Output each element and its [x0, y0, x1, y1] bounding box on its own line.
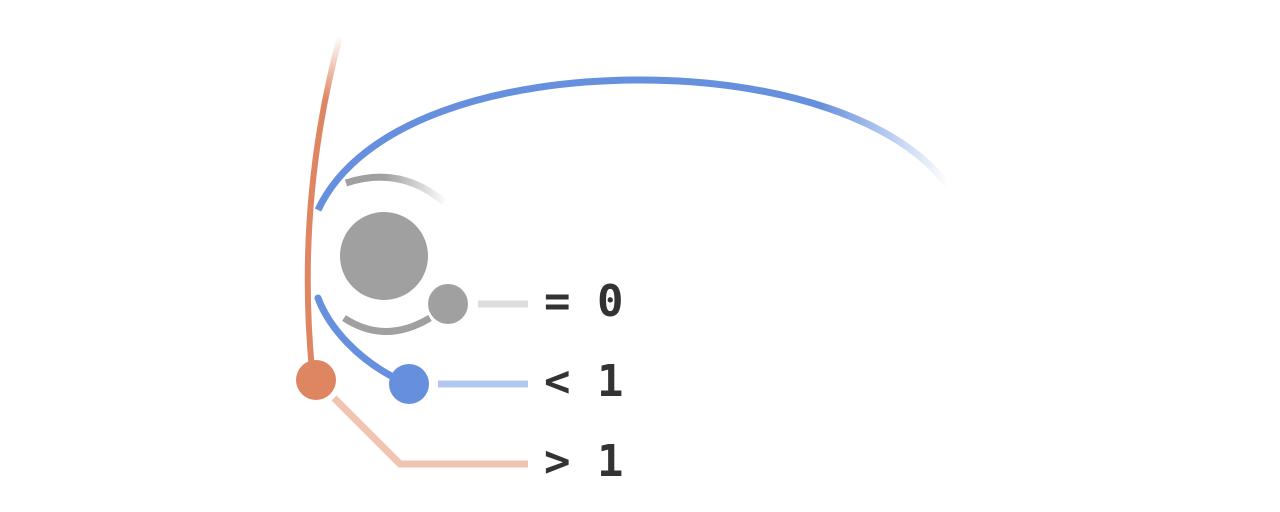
elliptical-eccentricity-label: < 1 — [544, 356, 623, 407]
elliptical-orbit-body — [389, 364, 429, 404]
central-body-icon — [340, 212, 428, 300]
circular-orbit-upper — [344, 173, 447, 205]
elliptical-orbit-upper — [314, 76, 951, 212]
elliptical-orbit-lower — [314, 294, 399, 382]
hyperbolic-trajectory — [304, 33, 343, 373]
circular-orbit-body — [428, 284, 468, 324]
circular-orbit-lower — [342, 314, 432, 335]
circular-eccentricity-label: = 0 — [544, 276, 623, 327]
hyperbolic-eccentricity-label: > 1 — [544, 436, 623, 487]
hyperbolic-leader-line — [331, 395, 528, 468]
hyperbolic-orbit-body — [296, 360, 336, 400]
